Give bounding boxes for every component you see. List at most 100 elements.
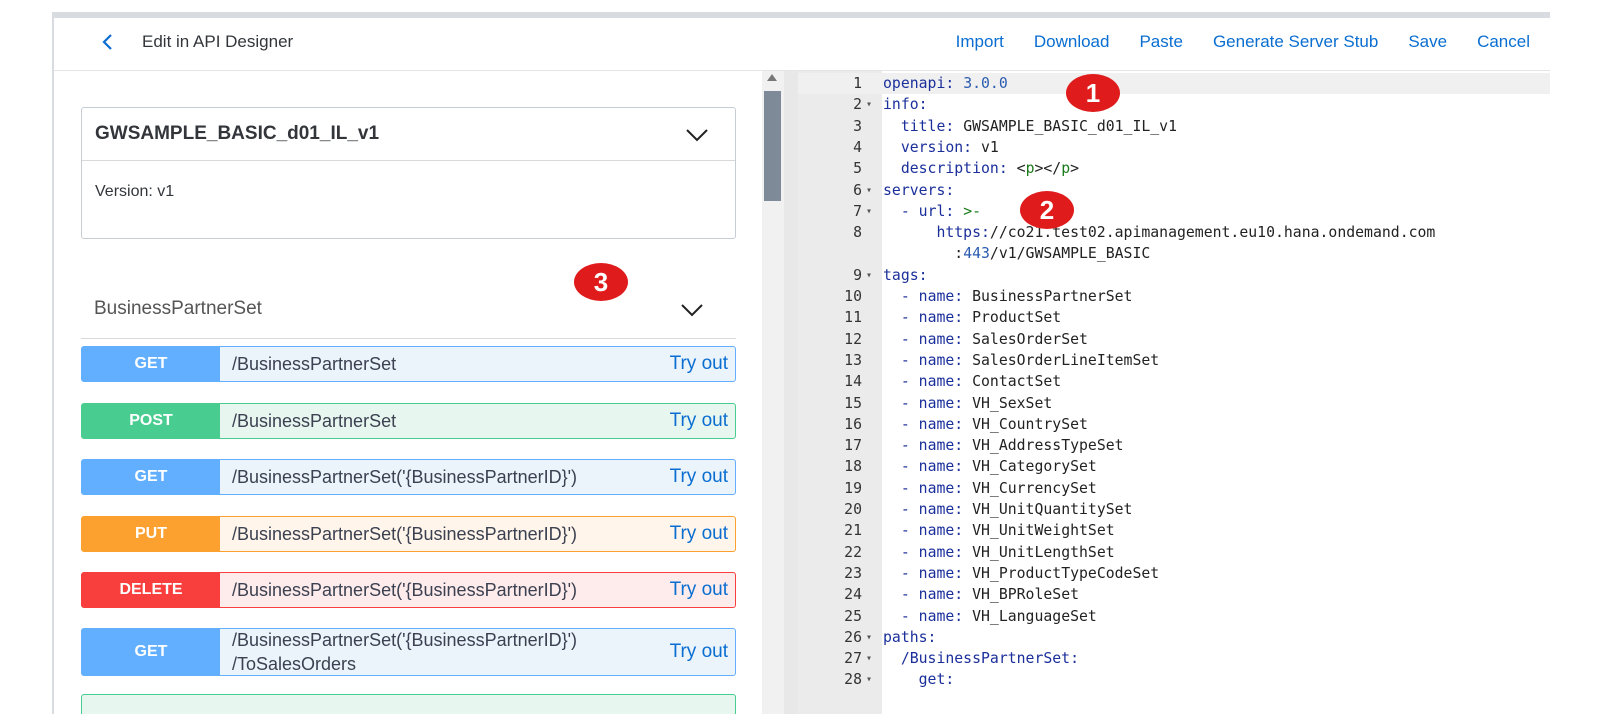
scroll-up-arrow-icon[interactable] xyxy=(767,74,777,81)
top-strip xyxy=(0,0,1600,12)
try-out-button[interactable]: Try out xyxy=(669,466,728,487)
code-line[interactable]: 13 - name: SalesOrderLineItemSet xyxy=(798,350,1550,371)
code-line[interactable]: 15 - name: VH_SexSet xyxy=(798,393,1550,414)
fold-arrow-icon[interactable]: ▾ xyxy=(866,205,873,217)
save-button[interactable]: Save xyxy=(1408,32,1448,51)
code-text: - name: VH_ProductTypeCodeSet xyxy=(900,564,1160,582)
code-line[interactable]: 2▾info: xyxy=(798,94,1550,115)
back-chevron-icon[interactable] xyxy=(96,30,120,54)
code-line[interactable]: 5 description: <p></p> xyxy=(798,158,1550,179)
line-number: 11 xyxy=(844,309,862,327)
tag-section-header[interactable]: BusinessPartnerSet xyxy=(81,281,736,339)
chevron-down-icon[interactable] xyxy=(680,303,704,317)
fold-arrow-icon[interactable]: ▾ xyxy=(866,99,873,111)
operation-path: /BusinessPartnerSet('{BusinessPartnerID}… xyxy=(232,524,578,544)
code-text: - name: VH_CurrencySet xyxy=(900,479,1097,497)
operation-path-line2: /ToSalesOrders xyxy=(232,654,357,674)
operation-path-line1: /BusinessPartnerSet('{BusinessPartnerID}… xyxy=(232,630,578,650)
api-designer-window: Edit in API Designer Import Download Pas… xyxy=(52,12,1550,714)
code-text: - name: VH_BPRoleSet xyxy=(900,586,1080,604)
code-line[interactable]: 4 version: v1 xyxy=(798,137,1550,158)
preview-panel: GWSAMPLE_BASIC_d01_IL_v1 Version: v1 Bus… xyxy=(54,71,784,714)
code-line[interactable]: 25 - name: VH_LanguageSet xyxy=(798,606,1550,627)
code-text: https://co21.test02.apimanagement.eu10.h… xyxy=(936,224,1436,242)
code-line[interactable]: 27▾ /BusinessPartnerSet: xyxy=(798,648,1550,669)
line-number: 28 xyxy=(844,671,862,689)
try-out-button[interactable]: Try out xyxy=(669,523,728,544)
line-number: 25 xyxy=(844,607,862,625)
api-info-header[interactable]: GWSAMPLE_BASIC_d01_IL_v1 xyxy=(82,108,735,161)
editor-divider[interactable] xyxy=(784,71,798,714)
code-line[interactable]: 16 - name: VH_CountrySet xyxy=(798,414,1550,435)
header-bar: Edit in API Designer Import Download Pas… xyxy=(54,18,1550,71)
code-line[interactable]: 12 - name: SalesOrderSet xyxy=(798,329,1550,350)
try-out-button[interactable]: Try out xyxy=(669,579,728,600)
code-line[interactable]: 7▾ - url: >- xyxy=(798,201,1550,222)
operation-post-businesspartnerset[interactable]: POST /BusinessPartnerSet Try out xyxy=(81,403,736,439)
operation-path: /BusinessPartnerSet xyxy=(232,354,397,374)
code-text: - name: VH_SexSet xyxy=(900,394,1053,412)
code-text: - name: VH_CountrySet xyxy=(900,415,1088,433)
code-line[interactable]: 28▾ get: xyxy=(798,669,1550,690)
code-line[interactable]: 8 https://co21.test02.apimanagement.eu10… xyxy=(798,222,1550,243)
code-line[interactable]: 17 - name: VH_AddressTypeSet xyxy=(798,435,1550,456)
try-out-button[interactable]: Try out xyxy=(669,410,728,431)
code-line[interactable]: 14 - name: ContactSet xyxy=(798,371,1550,392)
code-line[interactable]: 3 title: GWSAMPLE_BASIC_d01_IL_v1 xyxy=(798,116,1550,137)
paste-button[interactable]: Paste xyxy=(1139,32,1183,51)
fold-arrow-icon[interactable]: ▾ xyxy=(866,184,873,196)
fold-arrow-icon[interactable]: ▾ xyxy=(866,269,873,281)
line-number: 17 xyxy=(844,437,862,455)
code-line[interactable]: :443/v1/GWSAMPLE_BASIC xyxy=(798,243,1550,264)
fold-arrow-icon[interactable]: ▾ xyxy=(866,674,873,686)
chevron-down-icon[interactable] xyxy=(685,128,709,142)
generate-server-stub-button[interactable]: Generate Server Stub xyxy=(1212,32,1379,51)
code-line[interactable]: 11 - name: ProductSet xyxy=(798,307,1550,328)
preview-scrollbar[interactable] xyxy=(762,71,784,714)
code-line[interactable]: 18 - name: VH_CategorySet xyxy=(798,456,1550,477)
operation-path: /BusinessPartnerSet('{BusinessPartnerID}… xyxy=(232,580,578,600)
code-text: - name: BusinessPartnerSet xyxy=(900,288,1133,305)
code-line[interactable]: 24 - name: VH_BPRoleSet xyxy=(798,584,1550,605)
code-text: info: xyxy=(883,96,928,114)
try-out-button[interactable]: Try out xyxy=(669,641,728,662)
code-line[interactable]: 26▾paths: xyxy=(798,627,1550,648)
try-out-button[interactable]: Try out xyxy=(669,353,728,374)
fold-arrow-icon[interactable]: ▾ xyxy=(866,631,873,643)
code-line[interactable]: 20 - name: VH_UnitQuantitySet xyxy=(798,499,1550,520)
line-number: 20 xyxy=(844,501,862,518)
page-title: Edit in API Designer xyxy=(142,32,294,51)
cancel-button[interactable]: Cancel xyxy=(1477,32,1530,51)
line-number: 6 xyxy=(853,181,862,199)
code-line[interactable]: 9▾tags: xyxy=(798,265,1550,286)
code-line[interactable]: 19 - name: VH_CurrencySet xyxy=(798,478,1550,499)
code-line[interactable]: 6▾servers: xyxy=(798,180,1550,201)
line-number: 22 xyxy=(844,543,862,561)
operation-get-businesspartnerset[interactable]: GET /BusinessPartnerSet Try out xyxy=(81,346,736,382)
operation-delete-businesspartner-by-id[interactable]: DELETE /BusinessPartnerSet('{BusinessPar… xyxy=(81,572,736,608)
code-text: title: GWSAMPLE_BASIC_d01_IL_v1 xyxy=(900,117,1177,135)
line-number: 7 xyxy=(853,202,862,220)
fold-arrow-icon[interactable]: ▾ xyxy=(866,653,873,665)
import-button[interactable]: Import xyxy=(955,32,1004,51)
scrollbar-thumb[interactable] xyxy=(764,91,781,201)
operation-next-partial[interactable] xyxy=(81,694,736,714)
code-line[interactable]: 10 - name: BusinessPartnerSet xyxy=(798,286,1550,307)
line-number: 3 xyxy=(853,117,862,135)
code-line[interactable]: 22 - name: VH_UnitLengthSet xyxy=(798,542,1550,563)
operation-get-businesspartner-by-id[interactable]: GET /BusinessPartnerSet('{BusinessPartne… xyxy=(81,459,736,495)
code-line[interactable]: 23 - name: VH_ProductTypeCodeSet xyxy=(798,563,1550,584)
code-line[interactable]: 21 - name: VH_UnitWeightSet xyxy=(798,520,1550,541)
code-text: tags: xyxy=(883,266,928,284)
line-number: 27 xyxy=(844,650,862,668)
callout-badge-2: 2 xyxy=(1020,191,1074,229)
callout-badge-3: 3 xyxy=(574,263,628,301)
operation-put-businesspartner-by-id[interactable]: PUT /BusinessPartnerSet('{BusinessPartne… xyxy=(81,516,736,552)
code-text: - name: VH_LanguageSet xyxy=(900,607,1097,625)
code-text: version: v1 xyxy=(900,138,999,156)
operation-path: /BusinessPartnerSet('{BusinessPartnerID}… xyxy=(232,467,578,487)
operation-get-tosalesorders[interactable]: GET /BusinessPartnerSet('{BusinessPartne… xyxy=(81,628,736,676)
download-button[interactable]: Download xyxy=(1033,32,1110,51)
